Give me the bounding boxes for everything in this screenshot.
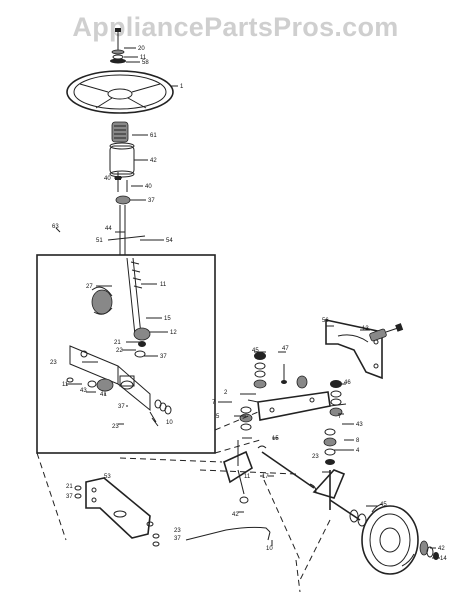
callout-21: 22 — [116, 348, 123, 354]
callout-29-lower: 37 — [174, 536, 181, 542]
steering-support-bracket — [69, 345, 151, 412]
callout-13: 13 — [362, 326, 369, 332]
callout-15: 15 — [272, 436, 279, 442]
callout-23-mount: 23 — [174, 528, 181, 534]
leader-lines — [55, 47, 440, 559]
callout-37-left: 40 — [104, 176, 111, 182]
left-spindle-stack — [239, 352, 267, 431]
callout-11-link: 11 — [244, 474, 251, 480]
callout-27: 27 — [86, 284, 93, 290]
callout-20-mount: 21 — [66, 484, 73, 490]
callout-45: 45 — [252, 348, 259, 354]
callout-30: 37 — [148, 198, 155, 204]
callout-37-right: 40 — [145, 184, 152, 190]
left-spindle — [223, 440, 253, 504]
callout-40-spindle: 42 — [232, 512, 239, 518]
callout-40: 41 — [100, 392, 107, 398]
callout-10: 10 — [266, 546, 273, 552]
callout-17: 17 — [262, 474, 269, 480]
callout-45-wheel: 45 — [380, 502, 387, 508]
callout-14: 14 — [440, 556, 447, 562]
callout-58: 56 — [322, 318, 329, 324]
callout-46: 46 — [344, 380, 351, 386]
callout-23: 23 — [112, 424, 119, 430]
callout-29-gear: 37 — [160, 354, 167, 360]
steering-mount-bracket — [85, 477, 151, 539]
callout-51: 51 — [96, 238, 103, 244]
bracket-bolt — [369, 323, 404, 342]
callout-8: 10 — [166, 420, 173, 426]
callout-15-gear: 15 — [164, 316, 171, 322]
callout-20: 21 — [114, 340, 121, 346]
steering-adapter — [111, 121, 129, 143]
callout-29: 37 — [118, 404, 125, 410]
callout-44: 44 — [105, 226, 112, 232]
right-spindle — [312, 469, 367, 527]
callout-11: 11 — [140, 55, 147, 61]
assembly-guide-lines — [36, 411, 331, 593]
watermark: AppliancePartsPros.com — [72, 12, 399, 42]
steering-shaft — [126, 257, 143, 336]
pivot-pin — [281, 364, 308, 389]
axle-support-bracket — [325, 319, 383, 380]
callout-29-mount: 37 — [66, 494, 73, 500]
callout-1: 1 — [180, 84, 184, 90]
callout-42: 42 — [150, 158, 157, 164]
mount-bolts — [74, 485, 160, 547]
callout-6: 7 — [338, 414, 342, 420]
callout-42-wheel: 42 — [438, 546, 445, 552]
callout-22-tie: 23 — [312, 454, 319, 460]
callout-5: 5 — [216, 414, 220, 420]
drag-link — [247, 391, 347, 421]
drag-link-rod — [185, 526, 271, 541]
callout-7: 7 — [212, 400, 216, 406]
callout-11-shaft: 11 — [160, 282, 167, 288]
callout-68: 58 — [142, 60, 149, 66]
steering-wheel-bolt — [110, 28, 126, 64]
callout-2: 2 — [224, 390, 228, 396]
callout-47: 47 — [282, 346, 289, 352]
callout-53: 20 — [138, 46, 145, 52]
steering-shaft-bushing — [109, 142, 135, 178]
steering-shaft-inset-box — [36, 254, 216, 454]
callout-4: 4 — [356, 448, 360, 454]
right-spindle-stack — [323, 380, 343, 465]
callout-63: 63 — [52, 224, 59, 230]
callout-labels: 20 11 58 1 61 42 40 40 37 44 51 54 63 11… — [50, 46, 447, 562]
front-wheel — [361, 503, 419, 575]
callout-7-right: 8 — [356, 438, 360, 444]
steering-wheel — [66, 70, 174, 114]
bracket-fasteners — [66, 377, 172, 427]
callout-11-bracket: 11 — [62, 382, 69, 388]
steering-gear — [91, 286, 113, 315]
callout-43: 43 — [80, 388, 87, 394]
callout-12: 12 — [170, 330, 177, 336]
callout-22: 23 — [50, 360, 57, 366]
callout-56: 53 — [104, 474, 111, 480]
callout-61: 61 — [150, 133, 157, 139]
callout-54: 54 — [166, 238, 173, 244]
steering-column-pin — [107, 205, 146, 255]
callout-43-right: 43 — [356, 422, 363, 428]
pinion-gear — [133, 327, 151, 358]
wheel-fasteners — [419, 540, 439, 560]
